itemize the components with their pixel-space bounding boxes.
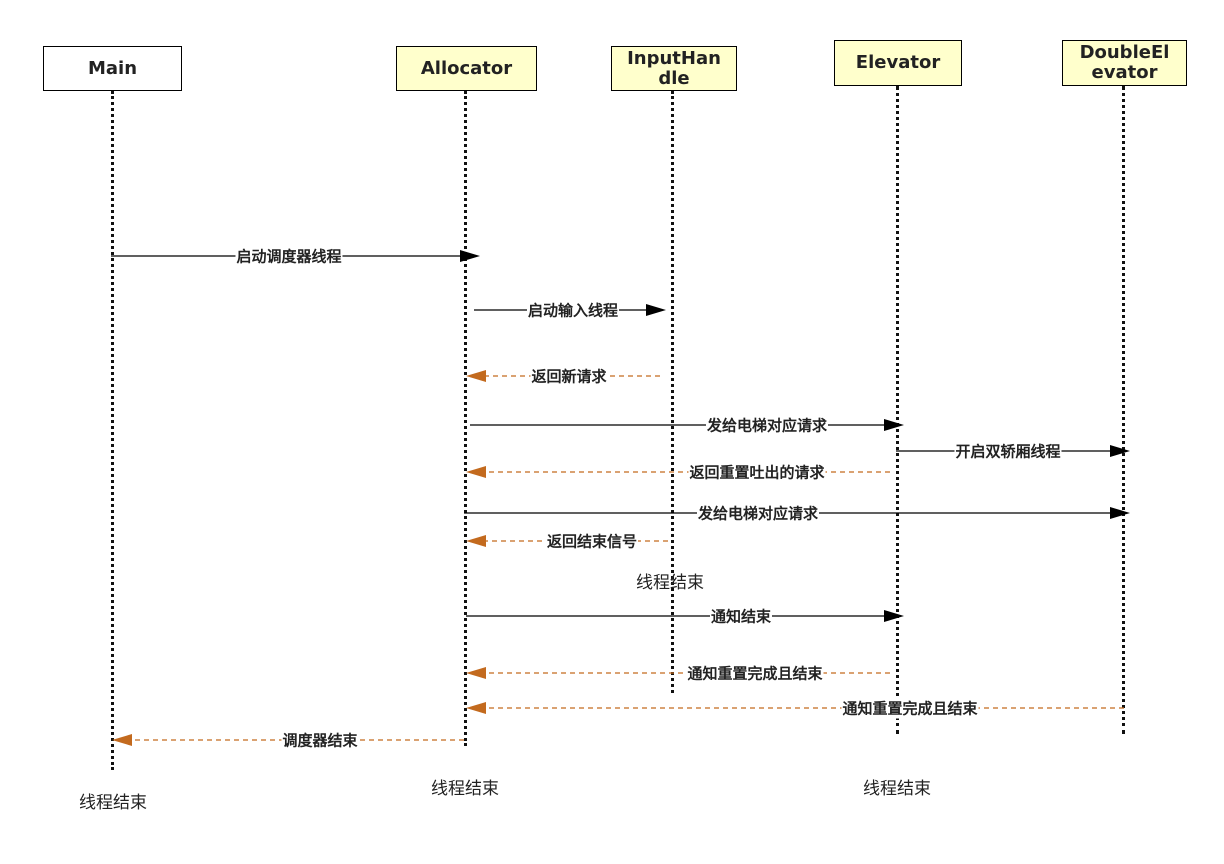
message-label-11: 通知重置完成且结束 [841, 697, 979, 719]
message-label-2: 启动输入线程 [526, 299, 620, 321]
message-label-1: 启动调度器线程 [235, 245, 343, 267]
end-label-allocator: 线程结束 [431, 779, 499, 799]
participant-allocator-label: Allocator [420, 57, 513, 79]
message-arrowhead-12 [112, 734, 132, 746]
participant-double-elevator[interactable]: DoubleEl evator [1062, 40, 1187, 86]
message-arrowhead-11 [466, 702, 486, 714]
participant-double-elevator-label-line2: evator [1091, 62, 1158, 83]
message-label-9: 通知结束 [709, 605, 773, 627]
message-arrowhead-4 [884, 419, 904, 431]
end-label-elevator: 线程结束 [863, 779, 931, 799]
message-arrowhead-5 [1110, 445, 1130, 457]
message-label-5: 开启双轿厢线程 [954, 440, 1062, 462]
input-handle-lifeline [671, 91, 674, 693]
message-label-6: 返回重置吐出的请求 [688, 461, 826, 483]
participant-main-label: Main [87, 57, 138, 79]
message-label-4: 发给电梯对应请求 [705, 414, 829, 436]
message-arrowhead-1 [460, 250, 480, 262]
participant-elevator[interactable]: Elevator [834, 40, 962, 86]
end-label-main: 线程结束 [79, 793, 147, 813]
elevator-lifeline [896, 86, 899, 734]
participant-double-elevator-label-line1: DoubleEl [1079, 42, 1170, 63]
participant-elevator-label: Elevator [855, 52, 941, 73]
message-label-10: 通知重置完成且结束 [686, 662, 824, 684]
participant-allocator[interactable]: Allocator [396, 46, 537, 91]
message-arrowhead-9 [884, 610, 904, 622]
end-label-input-handle: 线程结束 [636, 573, 704, 593]
allocator-lifeline [464, 91, 467, 746]
main-lifeline [111, 91, 114, 770]
participant-main[interactable]: Main [43, 46, 182, 91]
participant-input-handle-label-line2: dle [658, 67, 690, 89]
message-arrowhead-3 [466, 370, 486, 382]
message-label-7: 发给电梯对应请求 [696, 502, 820, 524]
message-label-12: 调度器结束 [281, 729, 359, 751]
message-arrowhead-7 [1110, 507, 1130, 519]
participant-input-handle[interactable]: InputHan dle [611, 46, 737, 91]
participant-input-handle-label-line1: InputHan [627, 47, 721, 69]
message-label-3: 返回新请求 [530, 365, 608, 387]
message-arrowhead-6 [466, 466, 486, 478]
double-elevator-lifeline [1122, 86, 1125, 734]
message-arrowhead-10 [466, 667, 486, 679]
message-label-8: 返回结束信号 [545, 530, 639, 552]
message-arrowhead-2 [646, 304, 666, 316]
message-arrowhead-8 [466, 535, 486, 547]
